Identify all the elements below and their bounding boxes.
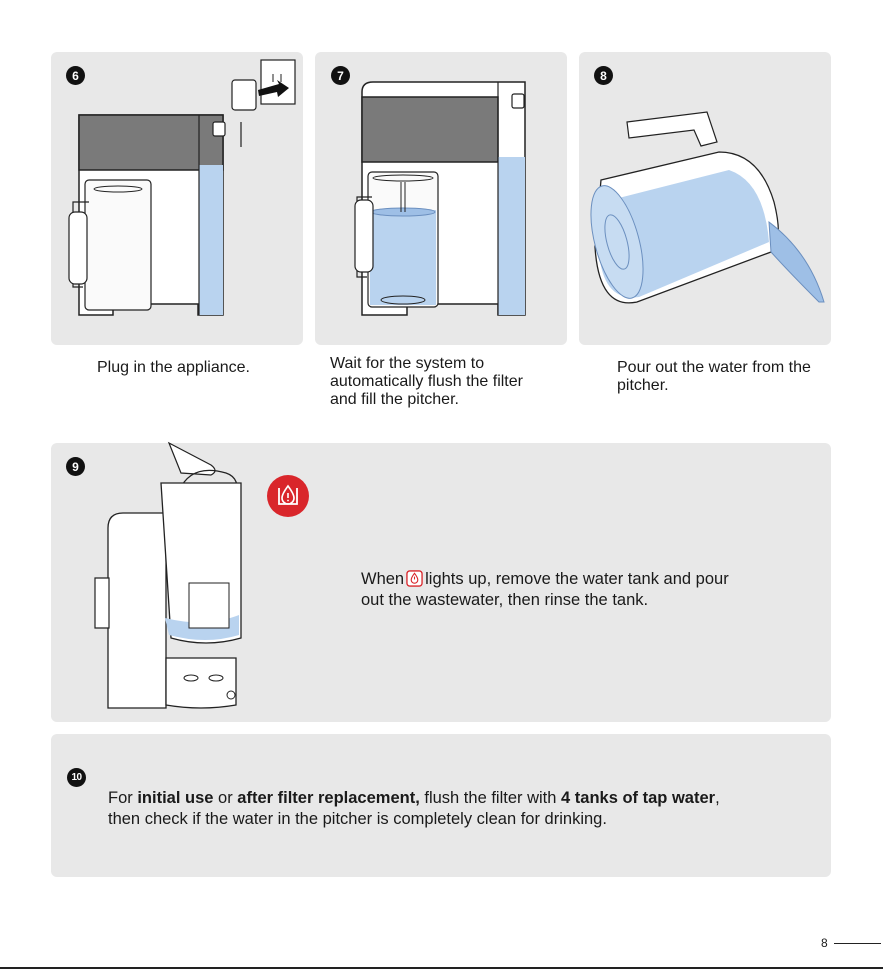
step-7-caption-line-2: automatically flush the filter: [330, 373, 523, 391]
step-10-instruction: For initial use or after filter replacem…: [108, 788, 808, 830]
step-8-caption: Pour out the water from the pitcher.: [617, 359, 811, 395]
step-10-number: 10: [67, 768, 86, 787]
step-9-line-1: When lights up, remove the water tank and…: [361, 569, 801, 590]
system-flush-illustration: [315, 52, 567, 345]
step-9-text-after: lights up, remove the water tank and pou…: [425, 570, 729, 588]
step-10-text-4: ,: [715, 789, 720, 807]
bottom-rule: [0, 967, 883, 969]
step-10-bold-after-replacement: after filter replacement,: [237, 789, 419, 807]
step-10-bold-initial-use: initial use: [137, 789, 213, 807]
step-6-caption: Plug in the appliance.: [97, 359, 250, 377]
step-8-caption-line-1: Pour out the water from the: [617, 359, 811, 377]
step-9-text-before: When: [361, 570, 404, 588]
page-number-rule: [834, 943, 881, 944]
step-9-line-2: out the wastewater, then rinse the tank.: [361, 590, 801, 611]
page-number: 8: [821, 936, 828, 950]
step-9-instruction: When lights up, remove the water tank and…: [361, 569, 801, 611]
step-10-text-3: flush the filter with: [420, 789, 561, 807]
step-7-caption-line-3: and fill the pitcher.: [330, 391, 523, 409]
step-8-caption-line-2: pitcher.: [617, 377, 811, 395]
appliance-plug-in-illustration: [51, 52, 303, 345]
remove-tank-illustration: [51, 443, 271, 722]
step-10-line-2: then check if the water in the pitcher i…: [108, 809, 808, 830]
water-drop-warning-icon: [266, 474, 310, 518]
step-10-text-1: For: [108, 789, 137, 807]
step-10-text-2: or: [213, 789, 237, 807]
step-7-caption: Wait for the system to automatically flu…: [330, 355, 523, 409]
step-10-bold-tanks: 4 tanks of tap water: [561, 789, 715, 807]
pour-pitcher-illustration: [579, 52, 831, 345]
step-7-caption-line-1: Wait for the system to: [330, 355, 523, 373]
water-drop-warning-inline-icon: [406, 570, 423, 587]
step-10-line-1: For initial use or after filter replacem…: [108, 788, 808, 809]
